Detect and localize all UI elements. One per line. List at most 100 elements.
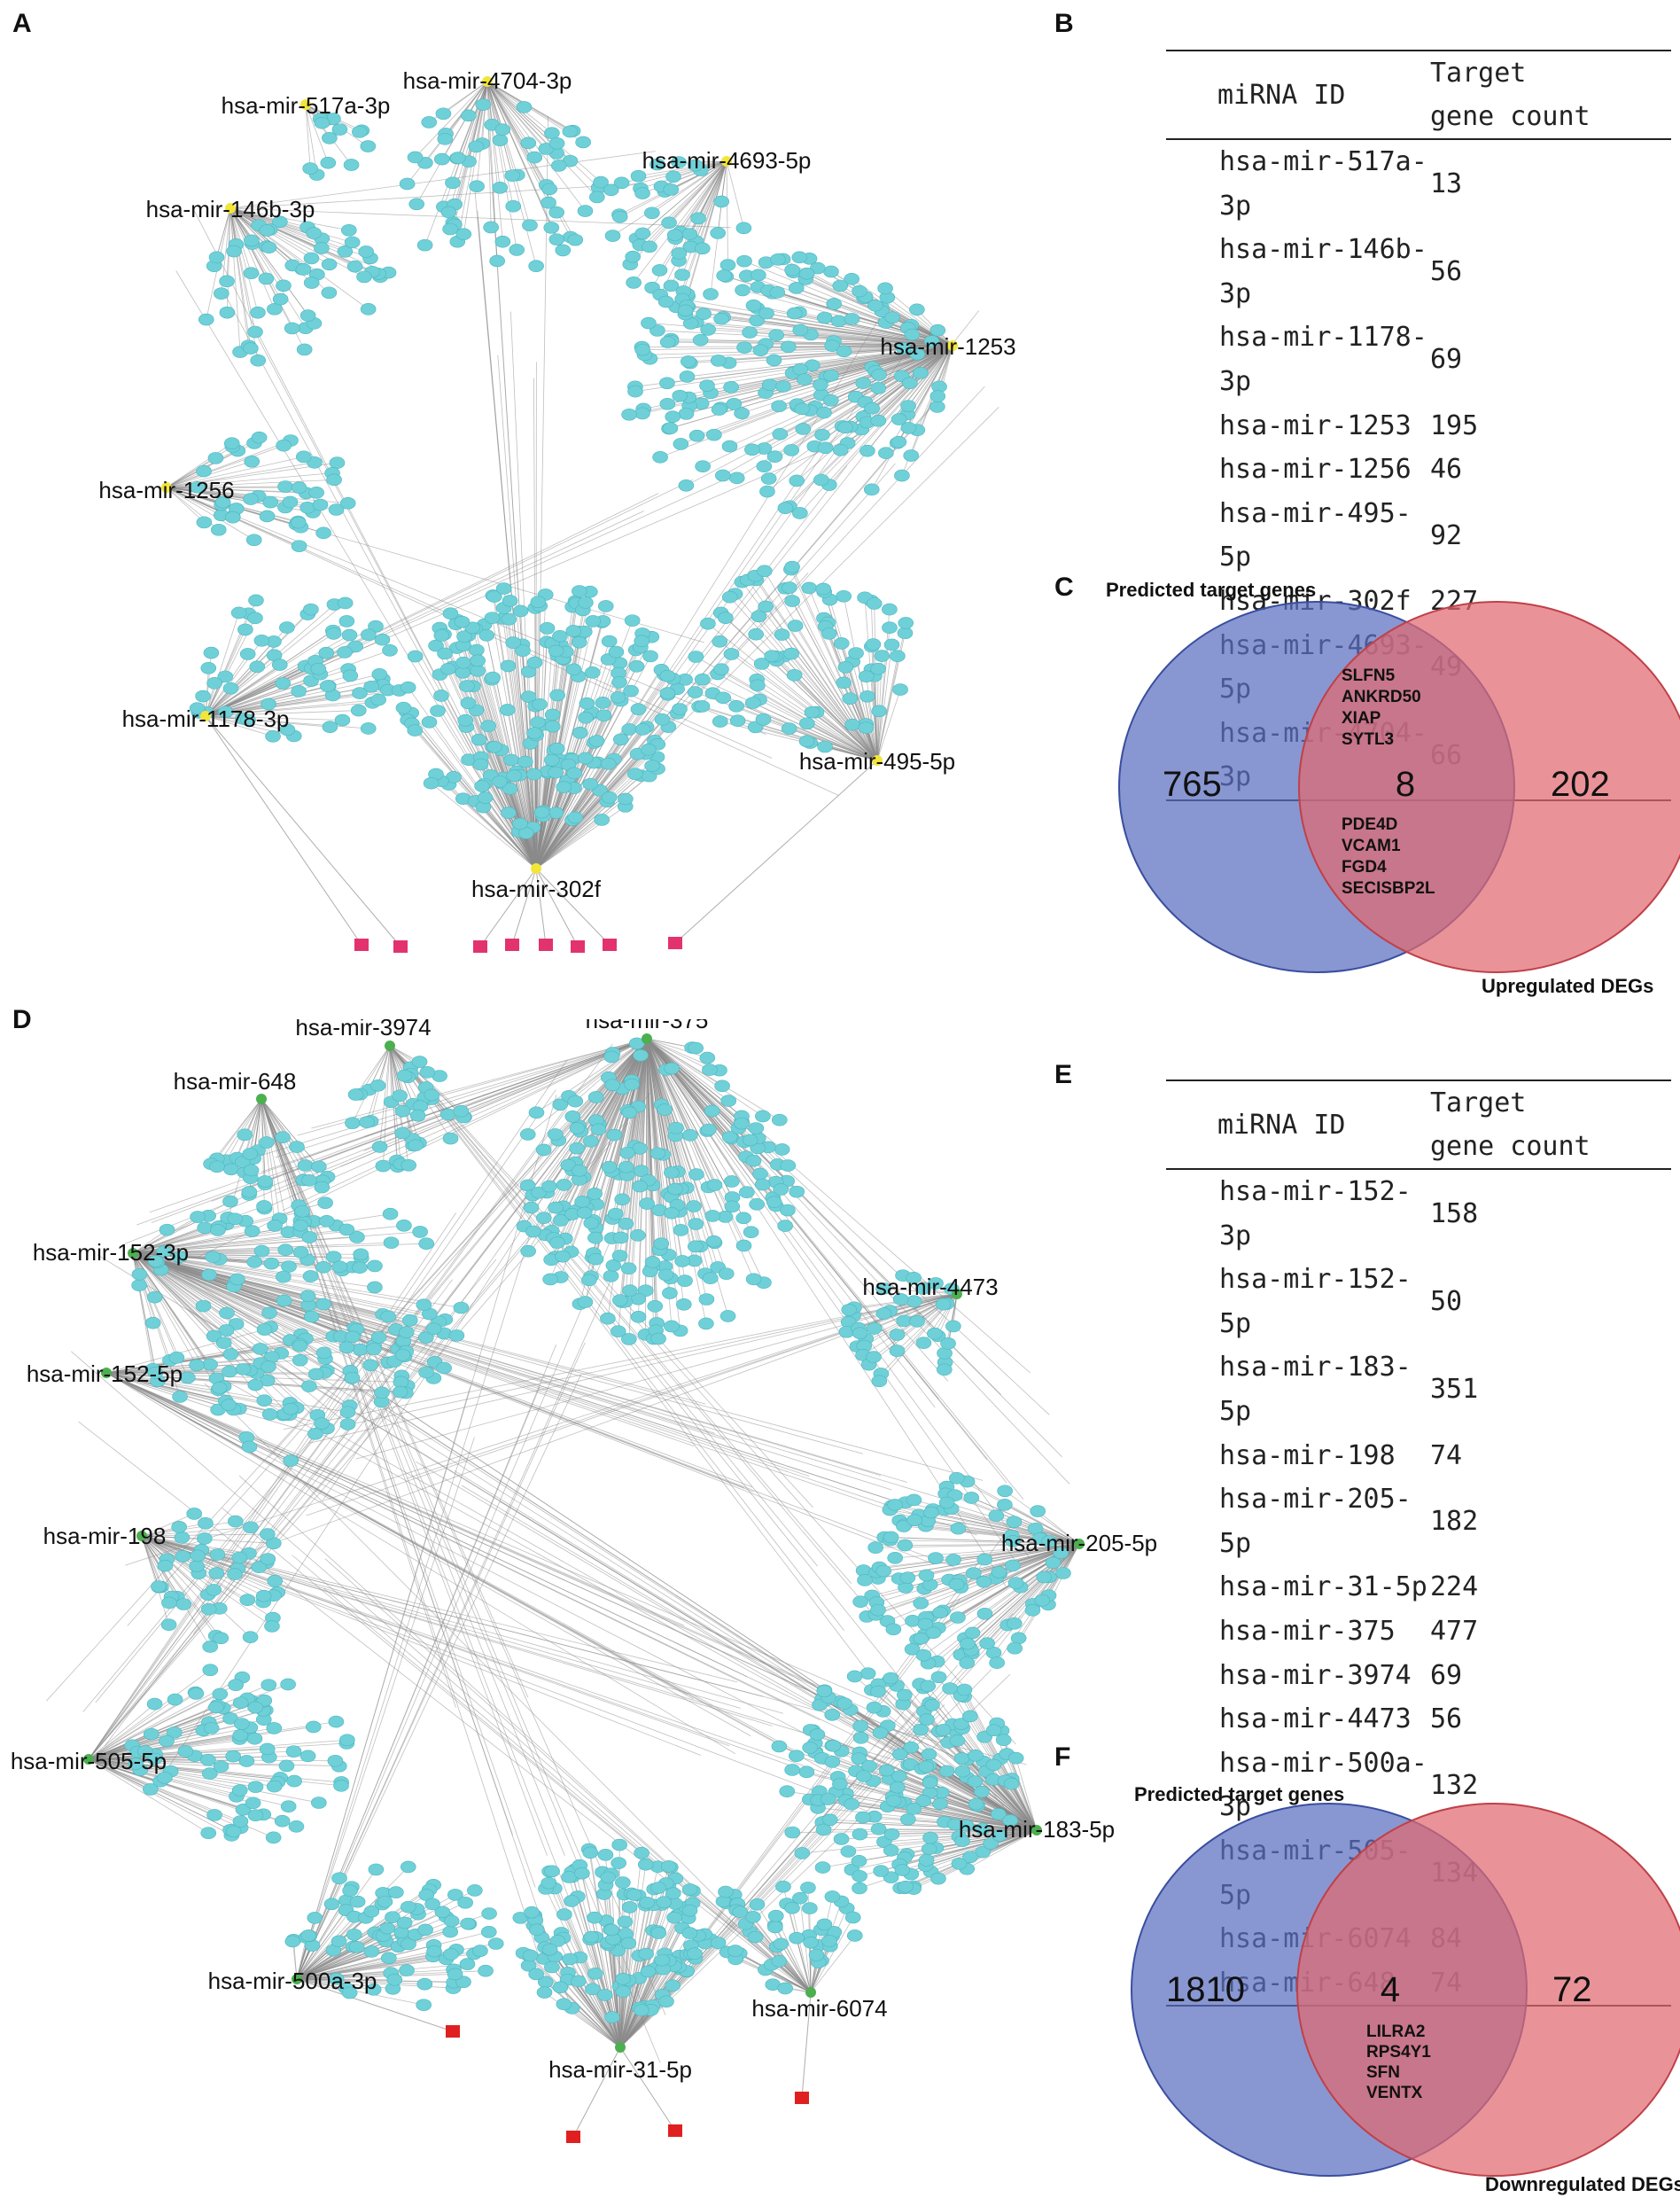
mirna-hub-label: hsa-mir-4704-3p — [403, 67, 572, 94]
gene-node — [302, 162, 318, 175]
gene-node — [968, 1750, 984, 1762]
gene-node — [555, 244, 572, 257]
gene-node — [276, 439, 292, 452]
gene-node — [477, 791, 494, 804]
gene-node — [784, 1826, 801, 1839]
gene-node — [442, 1132, 459, 1145]
gene-node — [808, 1949, 825, 1961]
gene-node — [852, 1595, 868, 1608]
gene-node — [663, 183, 680, 196]
gene-node — [440, 206, 457, 219]
gene-node — [489, 254, 505, 268]
gene-node — [857, 1574, 873, 1586]
gene-node — [651, 264, 668, 277]
network-edge — [296, 1953, 451, 1980]
network-edge — [389, 1045, 1016, 1745]
gene-node — [649, 1147, 666, 1160]
network-edge — [296, 1978, 463, 1983]
gene-node — [256, 1394, 273, 1407]
network-edge — [646, 1038, 715, 1186]
network-edge — [141, 1535, 773, 1726]
gene-node — [624, 1078, 640, 1091]
gene-node — [240, 713, 256, 727]
gene-node — [524, 1906, 541, 1919]
network-edge — [389, 1045, 428, 1073]
network-edge — [296, 1978, 454, 2032]
gene-node — [279, 723, 296, 737]
mirna-hub-label: hsa-mir-4473 — [862, 1274, 998, 1300]
gene-node — [1005, 1559, 1021, 1572]
gene-node — [659, 669, 676, 682]
gene-node — [815, 1823, 832, 1836]
gene-node — [770, 253, 786, 266]
gene-node — [526, 656, 543, 669]
cell-mirna-id: hsa-mir-31-5p — [1219, 1571, 1427, 1603]
network-edge — [132, 1225, 404, 1254]
gene-node — [131, 1267, 148, 1281]
gene-node — [755, 713, 772, 726]
network-edge — [535, 868, 547, 946]
network-edge — [205, 650, 391, 717]
gene-node — [904, 1642, 921, 1656]
network-edge — [486, 81, 531, 226]
gene-node — [875, 1564, 891, 1578]
network-edge — [646, 1038, 673, 1213]
column-header-line2: gene count — [1430, 1131, 1591, 1162]
gene-node — [483, 221, 499, 234]
gene-node — [798, 1765, 815, 1779]
gene-node — [276, 1294, 292, 1307]
gene-node — [239, 648, 256, 660]
gene-node — [1006, 1516, 1023, 1528]
gene-node — [224, 511, 241, 524]
gene-node — [889, 1329, 906, 1341]
gene-node — [713, 195, 730, 208]
gene-node — [520, 1244, 536, 1258]
gene-node — [480, 720, 496, 733]
gene-node — [620, 1937, 637, 1950]
venn-gene: XIAP — [1342, 709, 1381, 728]
network-edge — [389, 1045, 818, 1567]
gene-node — [202, 1767, 218, 1780]
gene-node — [784, 263, 800, 277]
gene-node — [469, 180, 485, 193]
gene-node — [992, 1829, 1008, 1842]
network-edge — [615, 1038, 648, 1214]
network-edge — [105, 1372, 736, 1755]
gene-node — [706, 428, 722, 441]
gene-node — [505, 199, 522, 213]
gene-node — [659, 397, 676, 410]
gene-node — [844, 1797, 859, 1811]
network-edge — [187, 1308, 1038, 1831]
gene-node — [582, 777, 599, 791]
gene-node — [552, 630, 568, 643]
network-edge — [141, 1535, 1027, 1765]
network-edge — [229, 207, 355, 268]
gene-node — [577, 205, 594, 217]
gene-node — [556, 1179, 572, 1191]
gene-node — [706, 1179, 723, 1191]
gene-node — [564, 1895, 579, 1907]
venn-left-title: Predicted target genes — [1134, 1783, 1344, 1805]
gene-node — [597, 600, 614, 612]
gene-node — [197, 1532, 213, 1545]
gene-node — [784, 1902, 800, 1914]
network-edge — [132, 1252, 350, 1407]
gene-node — [445, 176, 461, 190]
gene-node — [572, 585, 587, 597]
gene-node — [247, 612, 263, 625]
gene-node — [947, 1818, 963, 1831]
gene-node — [605, 1259, 622, 1272]
gene-node — [242, 1631, 259, 1643]
gene-node — [455, 228, 472, 240]
network-edge — [486, 81, 529, 144]
gene-node — [259, 510, 276, 523]
gene-node — [613, 176, 630, 190]
gene-node — [426, 1945, 442, 1958]
gene-node — [380, 1310, 396, 1323]
gene-node — [245, 534, 262, 547]
network-edge — [486, 81, 525, 108]
gene-node — [959, 1656, 976, 1670]
gene-node — [341, 628, 358, 642]
